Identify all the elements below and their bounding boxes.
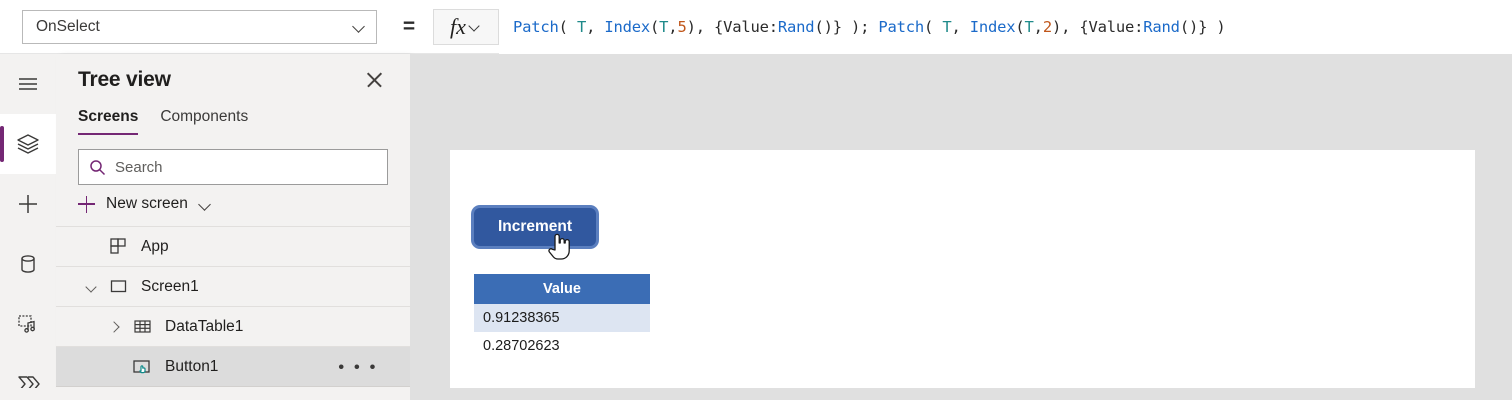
hamburger-menu-icon[interactable] bbox=[0, 54, 56, 114]
hamburger-menu-glyph bbox=[19, 78, 37, 90]
equals-sign: = bbox=[402, 14, 416, 38]
formula-token: ()} ) bbox=[1179, 17, 1226, 36]
screen-icon bbox=[104, 277, 132, 296]
close-icon[interactable] bbox=[362, 67, 388, 93]
data-table[interactable]: Value 0.91238365 0.28702623 bbox=[474, 274, 650, 360]
stage-bottom-fill bbox=[410, 388, 1512, 400]
formula-token: , bbox=[951, 17, 970, 36]
formula-token: T bbox=[1024, 17, 1034, 36]
sidebar-item-insert[interactable] bbox=[0, 174, 56, 234]
table-row[interactable]: 0.28702623 bbox=[483, 338, 560, 354]
tree-view-tabs: Screens Components bbox=[56, 100, 410, 135]
formula-token: T bbox=[659, 17, 669, 36]
increment-button[interactable]: Increment bbox=[474, 208, 596, 246]
formula-token: , bbox=[1033, 17, 1043, 36]
tab-screens[interactable]: Screens bbox=[78, 108, 139, 135]
formula-token: ( bbox=[558, 17, 577, 36]
tree-node-label: Button1 bbox=[165, 357, 219, 375]
formula-token: , bbox=[586, 17, 605, 36]
increment-button-label: Increment bbox=[497, 218, 573, 235]
tree-node-label: DataTable1 bbox=[165, 317, 244, 335]
chevron-down-icon bbox=[86, 281, 97, 292]
formula-token: Index bbox=[969, 17, 1016, 36]
formula-token: ()} ); bbox=[814, 17, 879, 36]
formula-token: 5 bbox=[677, 17, 687, 36]
chevron-down-icon[interactable] bbox=[199, 198, 212, 211]
bottom-strip bbox=[0, 388, 1512, 400]
search-container: Search bbox=[56, 135, 410, 185]
chevron-down-icon bbox=[469, 20, 482, 33]
new-screen-label: New screen bbox=[106, 195, 188, 212]
tree-scrollbar[interactable] bbox=[402, 54, 408, 400]
tree-view-layers-icon bbox=[17, 134, 39, 154]
formula-token: Index bbox=[604, 17, 651, 36]
sidebar-item-data[interactable] bbox=[0, 234, 56, 294]
chevron-down-icon bbox=[353, 20, 366, 33]
formula-token: Patch bbox=[513, 17, 559, 36]
tree-node-screen1[interactable]: Screen1 bbox=[56, 267, 410, 307]
fx-icon: fx bbox=[450, 13, 466, 39]
formula-token: Patch bbox=[878, 17, 925, 36]
fx-function-button[interactable]: fx bbox=[433, 8, 499, 45]
plus-icon bbox=[78, 195, 95, 213]
tree-node-label: Screen1 bbox=[141, 277, 199, 295]
property-selector-value: OnSelect bbox=[36, 17, 100, 35]
formula-input[interactable]: Patch( T, Index(T,5), {Value:Rand()} ); … bbox=[499, 0, 1512, 54]
tree-view-panel: Tree view Screens Components Search New … bbox=[56, 54, 410, 400]
tree-node-button1[interactable]: Button1 • • • bbox=[56, 347, 410, 387]
formula-token: Rand bbox=[1143, 17, 1180, 36]
insert-plus-icon bbox=[19, 195, 37, 213]
formula-token: Rand bbox=[777, 17, 815, 36]
expand-collapse-toggle[interactable] bbox=[102, 321, 128, 332]
left-icon-rail bbox=[0, 54, 56, 400]
tree-node-label: App bbox=[141, 237, 169, 255]
formula-bar-toolbar: OnSelect = fx Patch( T, Index(T,5), {Val… bbox=[0, 0, 1512, 54]
tree-view-header: Tree view bbox=[56, 54, 410, 100]
app-grid-icon bbox=[104, 237, 132, 256]
formula-token: ( bbox=[650, 17, 660, 36]
app-canvas[interactable]: Increment Value 0.91238365 0.28702623 bbox=[450, 150, 1475, 400]
formula-token: T bbox=[942, 17, 952, 36]
formula-token: ), {Value: bbox=[686, 17, 779, 36]
search-placeholder: Search bbox=[115, 158, 163, 176]
data-sources-icon bbox=[21, 255, 35, 273]
page-title: Tree view bbox=[78, 68, 171, 91]
table-column-header: Value bbox=[474, 274, 650, 304]
formula-token: ( bbox=[924, 17, 943, 36]
button-icon bbox=[128, 357, 156, 377]
tree-node-app[interactable]: App bbox=[56, 227, 410, 267]
search-input[interactable]: Search bbox=[78, 149, 388, 185]
tree-node-datatable1[interactable]: DataTable1 bbox=[56, 307, 410, 347]
table-icon bbox=[128, 317, 156, 336]
more-options-icon[interactable]: • • • bbox=[338, 357, 378, 376]
formula-token: ( bbox=[1015, 17, 1025, 36]
chevron-right-icon bbox=[110, 321, 121, 332]
formula-token: ), {Value: bbox=[1051, 17, 1144, 36]
property-selector-dropdown[interactable]: OnSelect bbox=[22, 9, 377, 44]
new-screen-button[interactable]: New screen bbox=[56, 185, 410, 213]
tab-components[interactable]: Components bbox=[160, 108, 249, 125]
sidebar-item-media[interactable] bbox=[0, 294, 56, 354]
table-row[interactable]: 0.91238365 bbox=[474, 304, 650, 332]
panel-divider bbox=[56, 226, 410, 227]
formula-token: T bbox=[576, 17, 587, 36]
search-icon bbox=[90, 159, 106, 175]
formula-token: , bbox=[668, 17, 678, 36]
canvas-stage: Increment Value 0.91238365 0.28702623 bbox=[410, 54, 1512, 400]
expand-collapse-toggle[interactable] bbox=[78, 281, 104, 292]
formula-token: 2 bbox=[1042, 17, 1052, 36]
media-icon bbox=[18, 315, 35, 333]
sidebar-item-tree-view[interactable] bbox=[0, 114, 56, 174]
